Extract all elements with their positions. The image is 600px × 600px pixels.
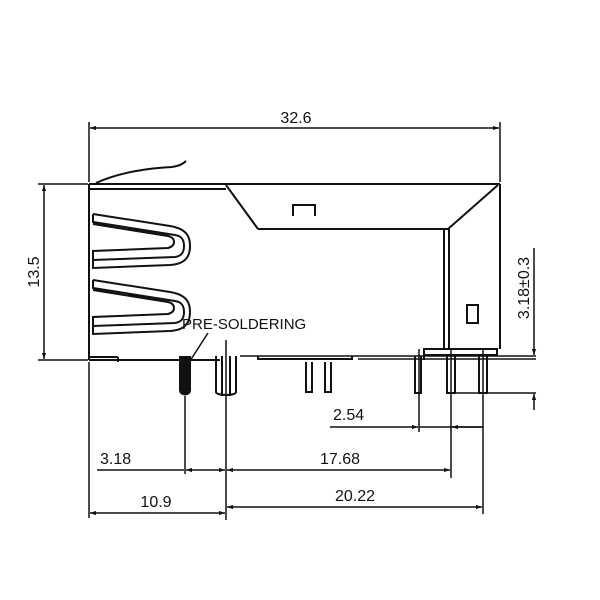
label-pin-to-rear: 20.22 — [335, 488, 375, 505]
label-pin-pitch: 2.54 — [333, 407, 364, 424]
led-light-pipe-lower — [92, 279, 192, 336]
pre-soldering-leader — [187, 332, 209, 365]
signal-pins-middle — [305, 362, 332, 393]
label-front-to-pin: 10.9 — [140, 494, 171, 511]
led-light-pipe-upper — [92, 213, 192, 270]
label-height: 13.5 — [26, 256, 43, 287]
shield-pin — [215, 340, 237, 520]
connector-housing — [88, 160, 536, 362]
label-pin-length: 3.18±0.3 — [516, 257, 533, 319]
label-pin-span: 17.68 — [320, 451, 360, 468]
shield-pin-presoldered — [179, 356, 191, 396]
signal-pins-rear — [414, 349, 536, 478]
dimension-overall-length — [88, 122, 501, 182]
wire-icon — [95, 160, 187, 184]
label-pre-soldering: PRE-SOLDERING — [182, 316, 306, 333]
label-overall-length: 32.6 — [280, 110, 311, 127]
dimension-height — [38, 183, 88, 361]
label-shield-offset: 3.18 — [100, 451, 131, 468]
